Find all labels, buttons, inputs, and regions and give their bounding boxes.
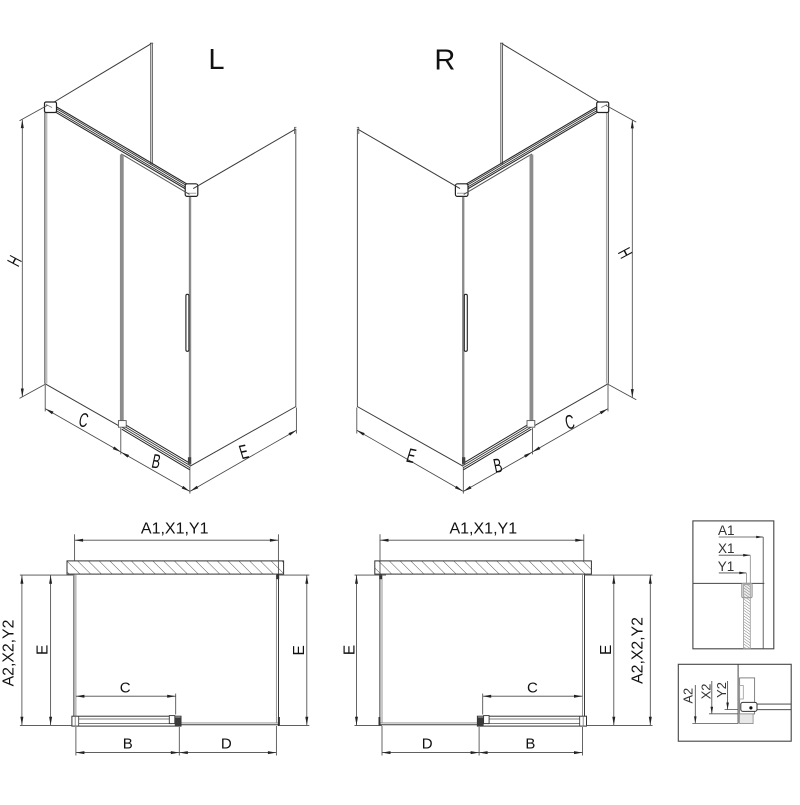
svg-text:X1: X1	[718, 541, 735, 556]
svg-text:A2,X2,Y2: A2,X2,Y2	[1, 620, 18, 687]
svg-text:X2: X2	[698, 684, 713, 700]
svg-text:E: E	[34, 645, 51, 655]
svg-text:R: R	[434, 45, 455, 77]
svg-text:Y1: Y1	[718, 559, 735, 574]
svg-text:C: C	[527, 679, 538, 696]
svg-text:E: E	[598, 645, 615, 655]
svg-text:A2,X2,Y2: A2,X2,Y2	[630, 617, 647, 684]
svg-text:D: D	[422, 736, 433, 753]
svg-text:A1: A1	[718, 523, 735, 538]
svg-text:A1,X1,Y1: A1,X1,Y1	[141, 520, 209, 537]
svg-text:A2: A2	[680, 688, 695, 704]
svg-text:D: D	[221, 736, 232, 753]
svg-text:L: L	[208, 44, 224, 76]
svg-text:E: E	[341, 645, 358, 655]
svg-text:B: B	[525, 736, 535, 753]
svg-text:E: E	[291, 645, 308, 655]
svg-text:C: C	[120, 679, 131, 696]
svg-text:Y2: Y2	[714, 682, 729, 698]
svg-text:B: B	[123, 736, 133, 753]
svg-text:A1,X1,Y1: A1,X1,Y1	[449, 520, 517, 537]
